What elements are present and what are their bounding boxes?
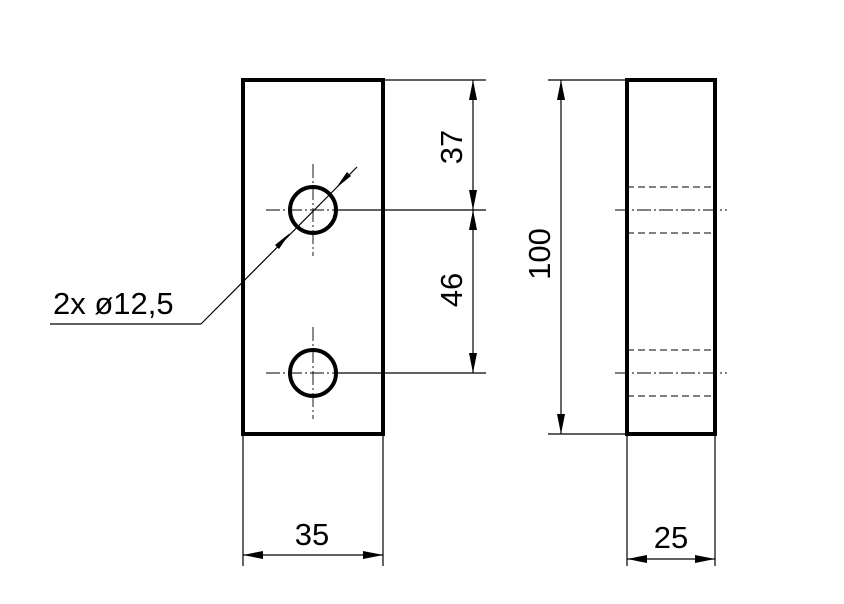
side-view-outline <box>625 78 717 436</box>
dimension-35: 35 <box>243 517 383 559</box>
dimension-46-label: 46 <box>434 273 469 307</box>
dimension-46: 46 <box>434 210 477 373</box>
dimension-100: 100 <box>522 80 565 434</box>
front-view <box>241 78 385 436</box>
side-view <box>615 78 727 436</box>
dimension-25-label: 25 <box>654 520 688 555</box>
hole-callout-label: 2x ø12,5 <box>53 286 174 321</box>
dimension-25: 25 <box>627 520 715 563</box>
extension-lines-side <box>548 79 716 566</box>
front-view-outline <box>241 78 385 436</box>
dimension-37: 37 <box>434 80 477 210</box>
hole-callout: 2x ø12,5 <box>50 166 358 325</box>
dimension-37-label: 37 <box>434 130 469 164</box>
dimension-100-label: 100 <box>522 228 557 280</box>
extension-lines-front <box>242 79 486 566</box>
dimension-35-label: 35 <box>295 517 329 552</box>
